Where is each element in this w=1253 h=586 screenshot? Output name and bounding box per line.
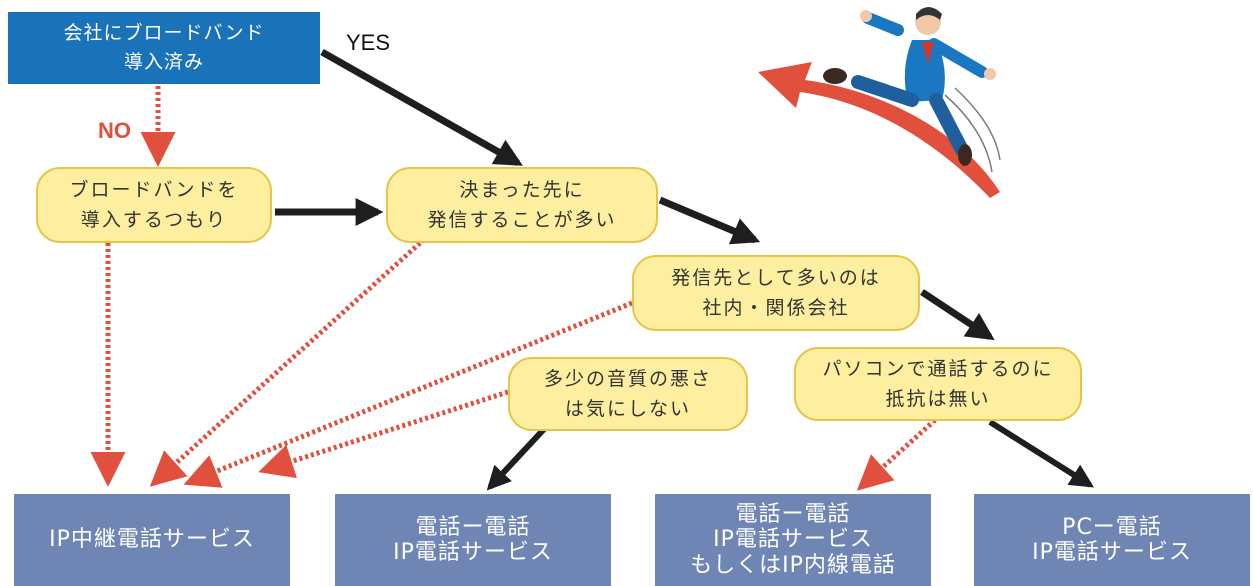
arrow-q5-to-r3 <box>856 418 937 491</box>
result-phone-to-phone-ip: 電話ー電話 IP電話サービス <box>335 494 611 586</box>
result-line-2: IP電話サービス <box>393 540 553 565</box>
arrow-q4-to-r2 <box>486 425 548 491</box>
start-box: 会社にブロードバンド 導入済み <box>8 12 320 84</box>
arrow-start-to-q2 <box>320 48 523 167</box>
result-line-2: IP電話サービス <box>713 527 873 553</box>
yes-label: YES <box>346 30 391 55</box>
result-phone-to-phone-or-extension: 電話ー電話 IP電話サービス もしくはIP内線電話 <box>655 494 931 586</box>
question-sound-quality: 多少の音質の悪さ は気にしない <box>508 357 748 431</box>
question-line-2: は気にしない <box>564 398 691 420</box>
question-line-2: 発信することが多い <box>427 209 617 231</box>
result-line-1: 電話ー電話 <box>735 502 851 528</box>
arrow-q2-to-q3 <box>658 196 761 245</box>
question-pc-calling: パソコンで通話するのに 抵抗は無い <box>794 347 1082 421</box>
question-internal-calls: 発信先として多いのは 社内・関係会社 <box>632 255 920 331</box>
result-line-2: IP電話サービス <box>1032 540 1192 565</box>
question-line-1: 決まった先に <box>459 178 585 201</box>
question-fixed-destinations: 決まった先に 発信することが多い <box>386 167 658 243</box>
question-line-1: 発信先として多いのは <box>671 266 881 289</box>
arrow-q4-to-r1 <box>258 389 509 479</box>
result-line-1: IP中継電話サービス <box>49 527 255 553</box>
question-line-2: 社内・関係会社 <box>702 297 850 319</box>
result-line-1: PCー電話 <box>1062 514 1162 540</box>
question-line-1: 多少の音質の悪さ <box>543 367 712 390</box>
result-ip-relay-service: IP中継電話サービス <box>14 494 290 586</box>
result-pc-to-phone-ip: PCー電話 IP電話サービス <box>974 494 1250 586</box>
start-line-1: 会社にブロードバンド <box>63 21 265 44</box>
question-line-1: ブロードバンドを <box>69 178 239 201</box>
start-line-2: 導入済み <box>123 51 204 73</box>
result-line-3: もしくはIP内線電話 <box>690 552 896 578</box>
no-label: NO <box>98 118 131 143</box>
question-line-2: 導入するつもり <box>80 209 228 231</box>
result-line-1: 電話ー電話 <box>415 514 531 540</box>
question-line-2: 抵抗は無い <box>885 388 991 410</box>
question-plan-broadband: ブロードバンドを 導入するつもり <box>36 167 272 243</box>
question-line-1: パソコンで通話するのに <box>822 357 1054 380</box>
arrow-q5-to-r4 <box>988 419 1095 488</box>
arrow-q3-to-q5 <box>920 289 995 341</box>
